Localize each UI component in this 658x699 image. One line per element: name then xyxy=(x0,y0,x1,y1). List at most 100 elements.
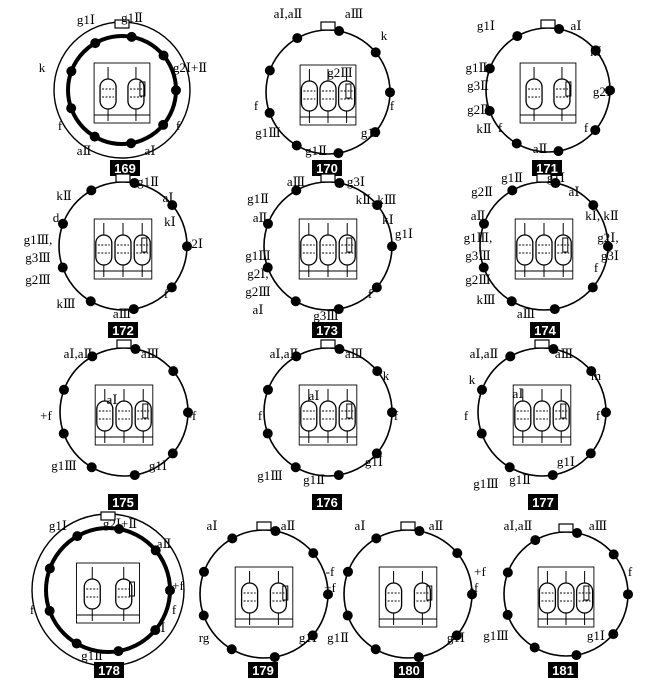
diagram-number-box xyxy=(110,160,140,176)
base-circle xyxy=(59,347,189,477)
pin xyxy=(590,125,601,136)
pin-label: aⅠ xyxy=(163,190,174,205)
pin xyxy=(126,138,137,149)
resistor xyxy=(139,81,146,97)
pin xyxy=(342,566,353,577)
pin-label: g1Ⅲ xyxy=(473,476,499,491)
pin xyxy=(167,448,178,459)
tube-envelope xyxy=(300,234,318,266)
pin xyxy=(608,549,619,560)
pin-label: f xyxy=(30,602,35,617)
pin xyxy=(57,262,68,273)
pin-label: kⅡ xyxy=(476,121,492,136)
pin xyxy=(128,304,139,315)
pin xyxy=(585,448,596,459)
pin-label: kⅠ xyxy=(590,44,602,59)
pin xyxy=(529,642,540,653)
key-tab xyxy=(536,173,552,183)
pin-label: f xyxy=(390,98,395,113)
tube-envelope xyxy=(575,582,594,614)
tube-envelope xyxy=(269,582,288,614)
pin-label: g1Ⅰ xyxy=(395,226,413,241)
pin-label: aⅢ xyxy=(517,306,535,321)
pin-label: g2Ⅰ xyxy=(593,84,611,99)
key-tab xyxy=(320,173,336,183)
diagram-number-box xyxy=(312,494,342,510)
pin-label: g3Ⅱ xyxy=(467,78,489,93)
pin xyxy=(270,526,281,537)
pin-label: aⅡ xyxy=(157,536,172,551)
pin-label: g2Ⅰ xyxy=(185,236,203,251)
pin-label: aⅠ,aⅡ xyxy=(64,346,93,361)
pin-label: aⅢ xyxy=(141,346,159,361)
pin xyxy=(167,200,178,211)
pin-label: g1Ⅱ xyxy=(247,191,269,206)
pin-label: aⅢ xyxy=(589,518,607,533)
resistor xyxy=(141,237,148,253)
pin-label: aⅠ xyxy=(513,386,524,401)
diagram-number: 178 xyxy=(98,663,120,678)
diagram-number: 175 xyxy=(112,495,134,510)
pin xyxy=(113,646,124,657)
pin xyxy=(547,470,558,481)
diagram-number-box xyxy=(532,160,562,176)
resistor xyxy=(562,237,569,253)
outer-ring xyxy=(53,21,191,159)
pin-label: g1Ⅱ xyxy=(121,10,143,25)
tube-envelope xyxy=(514,400,532,432)
pin xyxy=(549,304,560,315)
pin-label: aⅠ xyxy=(569,184,580,199)
pin-label: -f xyxy=(326,564,335,579)
pin-label: g1Ⅱ xyxy=(501,170,523,185)
pin xyxy=(150,625,161,636)
diagram-number: 179 xyxy=(252,663,274,678)
pin xyxy=(587,282,598,293)
pin xyxy=(476,428,487,439)
pin-label: +f xyxy=(172,578,184,593)
pin xyxy=(554,24,565,35)
pin-label: aⅢ xyxy=(113,306,131,321)
pin-label: aⅡ xyxy=(253,210,268,225)
pin xyxy=(466,589,477,600)
pin-label: m xyxy=(591,368,601,383)
tube-envelope xyxy=(525,78,543,110)
pin-label: g2Ⅲ xyxy=(465,272,491,287)
resistor xyxy=(565,81,572,97)
pin-label: g1Ⅱ xyxy=(137,174,159,189)
pin-label: aⅠ,aⅡ xyxy=(470,346,499,361)
pin xyxy=(90,38,101,49)
tube-envelope xyxy=(413,582,432,614)
pin-label: aⅡ xyxy=(471,208,486,223)
pin-label: f xyxy=(368,286,373,301)
tube-envelope xyxy=(535,234,553,266)
diagram-number-box xyxy=(312,160,342,176)
pin xyxy=(504,462,515,473)
pin-label: g2Ⅰ, xyxy=(247,266,268,281)
tube-envelope xyxy=(319,400,337,432)
pin-label: aⅢ xyxy=(345,6,363,21)
pin-label: d xyxy=(53,210,60,225)
pin xyxy=(44,605,55,616)
pin-label: aⅡ xyxy=(281,518,296,533)
diagram-number: 176 xyxy=(316,495,338,510)
pin-label: +f xyxy=(324,580,336,595)
pin xyxy=(168,366,179,377)
pin-label: -f xyxy=(470,580,479,595)
pin-label: k xyxy=(381,28,388,43)
pin-label: f xyxy=(594,260,599,275)
key-tab xyxy=(256,521,272,531)
pin xyxy=(571,650,582,661)
pin xyxy=(530,535,541,546)
pin xyxy=(370,644,381,655)
diagram-number-box xyxy=(528,494,558,510)
pin xyxy=(502,567,513,578)
pin xyxy=(170,85,181,96)
pin xyxy=(86,462,97,473)
diagram-number-box xyxy=(312,322,342,338)
pin xyxy=(308,548,319,559)
